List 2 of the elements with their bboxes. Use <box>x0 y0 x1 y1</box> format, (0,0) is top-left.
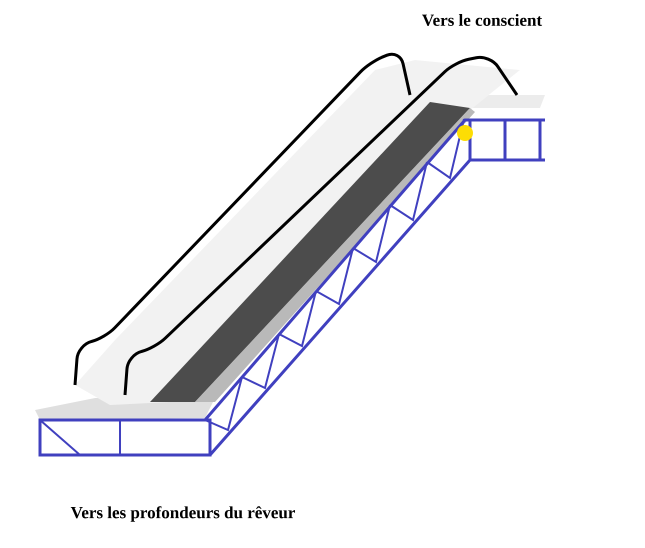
caption-text: Vers le conscient <box>422 14 542 26</box>
caption-text: Vers les profondeurs du rêveur <box>70 506 296 522</box>
